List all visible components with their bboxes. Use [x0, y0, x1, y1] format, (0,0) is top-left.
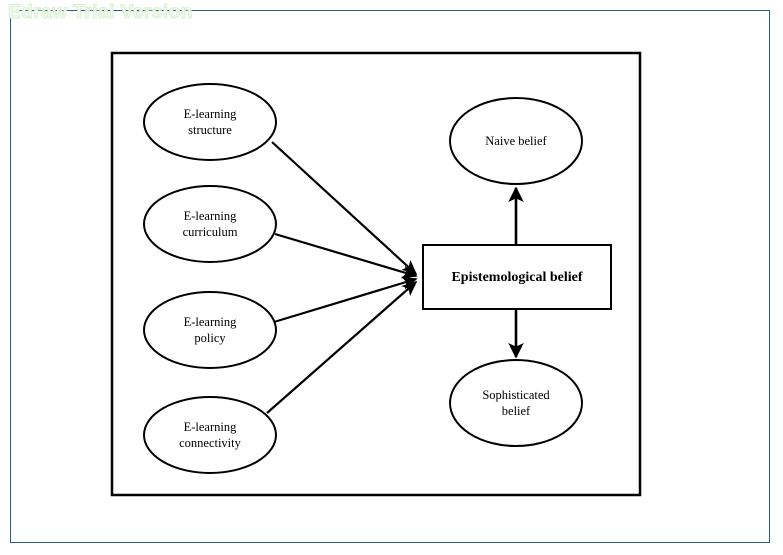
page-border — [10, 10, 770, 543]
node-label-line1: E-learning — [184, 315, 238, 329]
node-label-line2: structure — [188, 123, 232, 137]
ellipse-shape — [143, 83, 277, 161]
node-label-line1: E-learning — [184, 420, 238, 434]
node-e-learning-connectivity[interactable]: E-learning connectivity — [143, 396, 277, 474]
node-sophisticated-belief[interactable]: Sophisticated belief — [449, 359, 583, 447]
node-label-line2: belief — [502, 404, 531, 418]
ellipse-shape — [449, 97, 583, 185]
edge-policy-to-belief — [273, 276, 418, 324]
node-label-line1: Sophisticated — [482, 388, 550, 402]
edge-structure-to-belief — [271, 141, 418, 276]
node-naive-belief[interactable]: Naive belief — [449, 97, 583, 185]
node-label-central: Epistemological belief — [451, 270, 582, 285]
node-e-learning-curriculum[interactable]: E-learning curriculum — [143, 185, 277, 263]
node-e-learning-structure[interactable]: E-learning structure — [143, 83, 277, 161]
ellipse-shape — [449, 359, 583, 447]
node-label-line2: connectivity — [179, 436, 242, 450]
node-e-learning-policy[interactable]: E-learning policy — [143, 291, 277, 369]
rect-shape — [422, 244, 612, 310]
node-epistemological-belief[interactable]: Epistemological belief — [422, 244, 612, 310]
diagram-frame — [110, 51, 642, 497]
node-label-line1: E-learning — [184, 209, 238, 223]
node-label-line2: curriculum — [183, 225, 238, 239]
node-label-line1: E-learning — [184, 107, 238, 121]
ellipse-shape — [143, 185, 277, 263]
node-label-line2: policy — [194, 331, 226, 345]
edge-curriculum-to-belief — [274, 232, 418, 279]
node-label-line1: Naive belief — [485, 134, 547, 148]
watermark-label: Edraw Trial Version — [8, 2, 193, 24]
ellipse-shape — [143, 291, 277, 369]
ellipse-shape — [143, 396, 277, 474]
edge-connectivity-to-belief — [266, 280, 418, 414]
